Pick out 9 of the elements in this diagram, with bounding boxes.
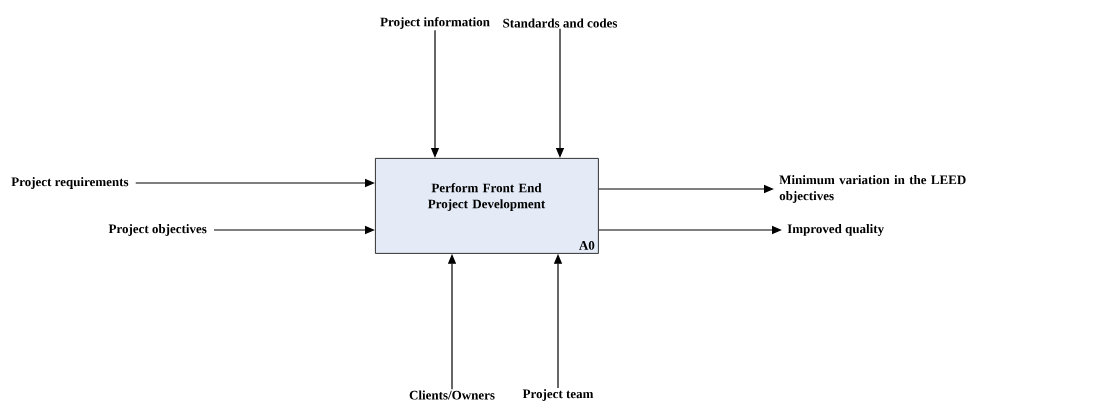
process-box: Perform Front End Project Development A0 xyxy=(375,158,599,254)
arrow-label: Project requirements xyxy=(11,177,129,189)
arrow-label: Standards and codes xyxy=(503,18,618,28)
arrow-label: Project team xyxy=(522,389,594,401)
arrow-label: Improved quality xyxy=(787,224,884,236)
arrow-label: Clients/Owners xyxy=(409,390,495,400)
arrow-label: Project information xyxy=(380,17,490,29)
arrow-label: Minimum variation in the LEED objectives xyxy=(779,175,966,203)
arrow-label: Project objectives xyxy=(108,224,207,236)
